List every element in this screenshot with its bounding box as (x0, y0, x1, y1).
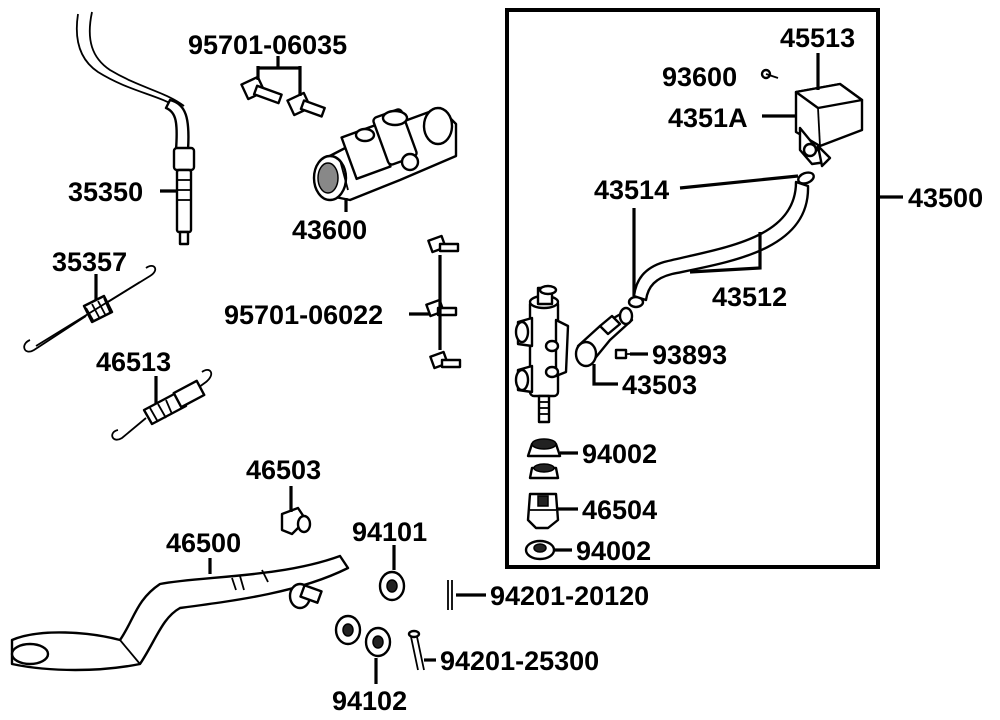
callout-46504: 46504 (582, 495, 657, 525)
assembly-frame-43500 (505, 8, 880, 569)
part-94002-nut-top (526, 438, 562, 480)
part-43503-connector (574, 306, 634, 368)
callout-93600: 93600 (662, 62, 737, 92)
callout-4351a: 4351A (668, 103, 748, 133)
callout-46500: 46500 (166, 528, 241, 558)
callout-95701-06022: 95701-06022 (224, 300, 383, 330)
callout-94002-top: 94002 (582, 439, 657, 469)
callout-43500: 43500 (908, 183, 983, 213)
callout-94201-20120: 94201-20120 (490, 581, 649, 611)
callout-35357: 35357 (52, 247, 127, 277)
part-94102-washers (334, 614, 392, 658)
part-94002-nut-bottom (524, 539, 556, 561)
callout-43600: 43600 (292, 215, 367, 245)
callout-35350: 35350 (68, 177, 143, 207)
part-94201-20120-pin (447, 580, 453, 610)
part-46500-brake-pedal (10, 554, 350, 672)
callout-43503: 43503 (622, 370, 697, 400)
part-43512-hose (632, 180, 810, 302)
callout-46513: 46513 (96, 347, 171, 377)
part-35350-brake-switch (75, 11, 196, 246)
callout-94102: 94102 (332, 686, 407, 716)
part-46503-pivot (280, 506, 312, 536)
callout-93893: 93893 (652, 340, 727, 370)
callout-94002-bottom: 94002 (576, 536, 651, 566)
leader-43503 (592, 364, 618, 386)
part-45513-reservoir (794, 82, 864, 168)
part-95701-06035-bolts (240, 75, 326, 118)
part-43514-clamps (627, 171, 815, 309)
leader-43514 (679, 174, 799, 190)
part-35357-spring (23, 264, 157, 353)
callout-43514: 43514 (594, 175, 669, 205)
callout-43512: 43512 (712, 282, 787, 312)
callout-46503: 46503 (246, 455, 321, 485)
part-93600-screw (760, 68, 779, 80)
part-master-cylinder (514, 284, 570, 424)
callout-94201-25300: 94201-25300 (440, 646, 599, 676)
part-94201-25300-pin (407, 629, 425, 671)
leader-95701-06035 (256, 56, 302, 96)
callout-45513: 45513 (780, 23, 855, 53)
part-94101-washer (378, 570, 406, 602)
part-43600-valve (312, 106, 458, 202)
callout-95701-06035: 95701-06035 (188, 30, 347, 60)
callout-94101: 94101 (352, 517, 427, 547)
leader-43512 (689, 232, 762, 274)
part-46513-spring (111, 369, 213, 441)
part-95701-06022-bolts (425, 234, 462, 370)
part-46504-clevis (526, 492, 560, 530)
